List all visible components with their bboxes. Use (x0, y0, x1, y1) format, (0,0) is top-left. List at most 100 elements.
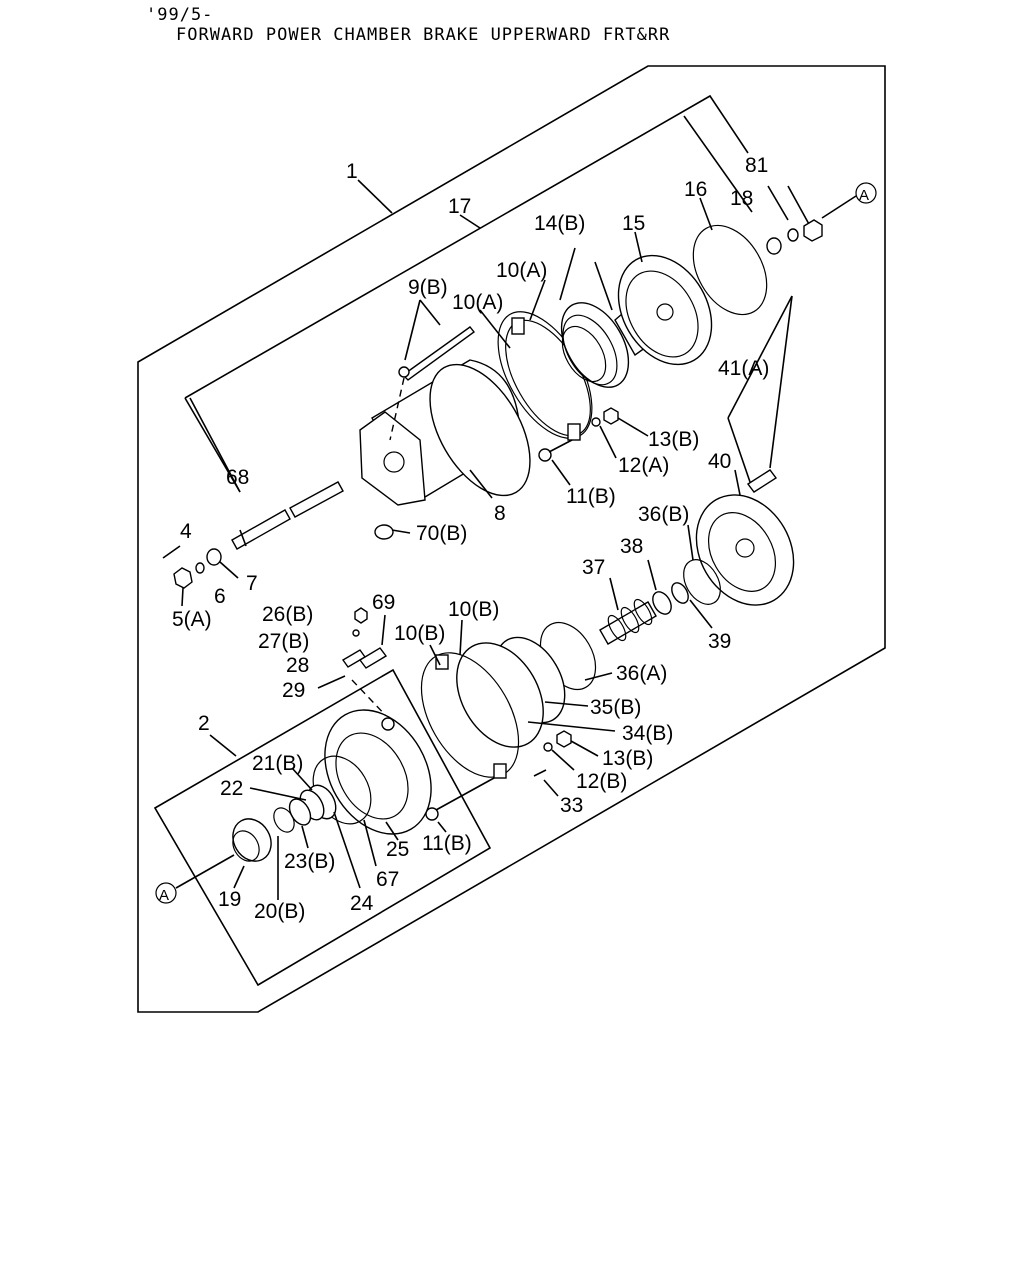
nut-26b (354, 607, 368, 624)
label-17: 17 (448, 195, 471, 218)
ring-23b (288, 798, 312, 849)
part-29 (317, 675, 391, 721)
pin-4 (162, 545, 181, 559)
label-29: 29 (282, 679, 305, 702)
seal-36b (683, 524, 721, 605)
subassembly-17-frame (184, 94, 749, 399)
washer-81 (787, 228, 799, 242)
label-20b: 20(B) (254, 900, 305, 923)
label-13b-upper: 13(B) (648, 428, 699, 451)
part-22-leader (249, 787, 307, 801)
bearing-38 (647, 559, 672, 615)
label-33: 33 (560, 794, 583, 817)
nut-5a (173, 567, 193, 607)
label-22: 22 (220, 777, 243, 800)
label-28: 28 (286, 654, 309, 677)
reference-marker-a-bottom: A (155, 854, 235, 904)
label-10b-lower: 10(B) (394, 622, 445, 645)
label-34b: 34(B) (622, 722, 673, 745)
washer-12b (543, 742, 575, 771)
nut-13b-upper (603, 407, 649, 437)
label-10a-lower: 10(A) (452, 291, 503, 314)
label-10a-upper: 10(A) (496, 259, 547, 282)
date-code: '99/5- (146, 5, 213, 25)
push-rod-68 (189, 397, 344, 550)
label-26b: 26(B) (262, 603, 313, 626)
label-14b: 14(B) (534, 212, 585, 235)
label-11b-lower: 11(B) (422, 832, 472, 855)
pin-33 (533, 769, 559, 797)
outer-assembly-frame (137, 65, 886, 1013)
label-1: 1 (346, 160, 358, 183)
cylinder-8 (359, 359, 531, 506)
clamp-ring-10b (420, 619, 520, 779)
label-25: 25 (386, 838, 409, 861)
label-19: 19 (218, 888, 241, 911)
diaphragm-16 (692, 197, 768, 316)
label-41a: 41(A) (718, 357, 769, 380)
label-36a: 36(A) (616, 662, 667, 685)
label-24: 24 (350, 892, 374, 915)
diaphragm-14b (559, 247, 630, 388)
housing-25 (324, 709, 432, 841)
label-21b: 21(B) (252, 752, 303, 775)
group-leaders (209, 115, 811, 757)
washer-12a (591, 417, 617, 459)
label-10b-upper: 10(B) (448, 598, 499, 621)
bolt-9b (389, 299, 476, 441)
label-6: 6 (214, 585, 226, 608)
label-12b: 12(B) (576, 770, 627, 793)
label-81: 81 (745, 154, 768, 177)
label-23b: 23(B) (284, 850, 335, 873)
nut-13b-lower (556, 730, 599, 757)
label-2: 2 (198, 712, 210, 735)
label-5a: 5(A) (172, 608, 212, 631)
label-7: 7 (246, 572, 258, 595)
snap-ring-20b (273, 807, 295, 900)
label-36b: 36(B) (638, 503, 689, 526)
label-69: 69 (372, 591, 395, 614)
label-13b-lower: 13(B) (602, 747, 653, 770)
label-16: 16 (684, 178, 707, 201)
part-labels: 1 17 81 16 18 14(B) 15 10(A) 9(B) 10(A) … (172, 154, 769, 923)
label-12a: 12(A) (618, 454, 669, 477)
washer-7 (206, 548, 239, 579)
piston-15 (614, 231, 713, 366)
label-15: 15 (622, 212, 645, 235)
subassembly-2-frame (153, 668, 492, 987)
label-40: 40 (708, 450, 731, 473)
spring-37 (599, 577, 657, 645)
label-9b: 9(B) (408, 276, 448, 299)
nut-81 (803, 219, 823, 242)
label-70b: 70(B) (416, 522, 467, 545)
svg-text:A: A (159, 887, 169, 904)
bolt-69 (358, 614, 388, 669)
bolt-11b-lower (425, 777, 495, 833)
ring-39 (671, 582, 713, 629)
cap-19 (232, 818, 272, 889)
bolt-11b-upper (538, 439, 573, 486)
clamp-ring-10a (479, 279, 593, 441)
label-37: 37 (582, 556, 605, 579)
housing-40 (695, 469, 795, 606)
breather-41a (727, 295, 793, 493)
label-11b-upper: 11(B) (566, 485, 616, 508)
label-35b: 35(B) (590, 696, 641, 719)
label-18: 18 (730, 187, 753, 210)
label-27b: 27(B) (258, 630, 309, 653)
part-70b (374, 524, 411, 540)
label-68: 68 (226, 466, 249, 489)
label-39: 39 (708, 630, 731, 653)
piston-34b (456, 642, 616, 748)
washer-27b (352, 629, 360, 637)
washer-6 (195, 562, 205, 574)
label-67: 67 (376, 868, 399, 891)
washer-18 (766, 237, 782, 255)
label-8: 8 (494, 502, 506, 525)
reference-marker-a-top: A (821, 182, 877, 219)
diagram-title: FORWARD POWER CHAMBER BRAKE UPPERWARD FR… (176, 25, 670, 45)
label-4: 4 (180, 520, 192, 543)
label-38: 38 (620, 535, 643, 558)
svg-text:A: A (859, 187, 869, 204)
